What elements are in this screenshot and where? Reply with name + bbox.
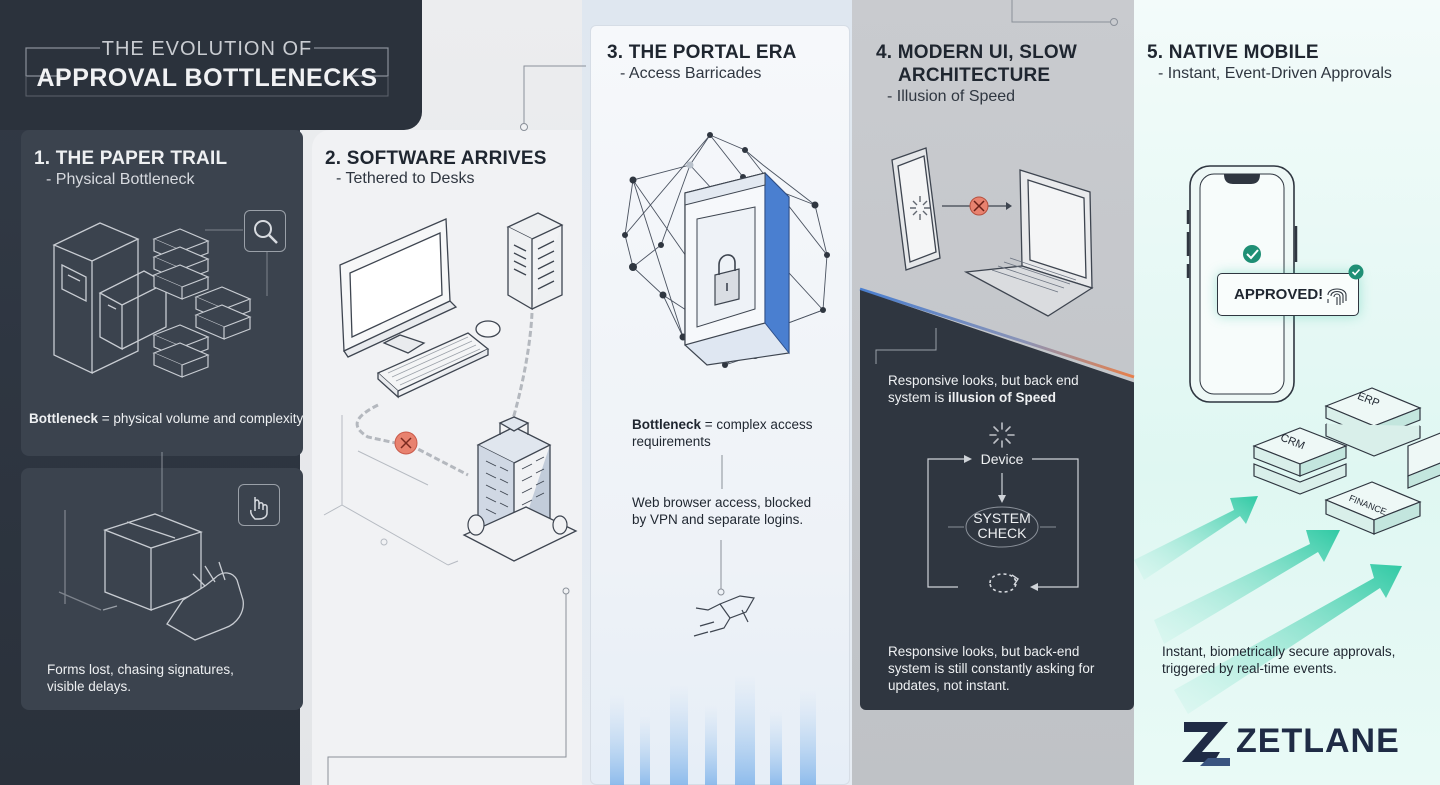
section-4-title-line-1: 4. MODERN UI, SLOW — [876, 42, 1077, 63]
section-4-title-line-2: ARCHITECTURE — [898, 65, 1051, 86]
magnifier-connector — [205, 229, 268, 296]
section-1-caption-line-2: visible delays. — [47, 679, 132, 694]
section-1-caption-line-1: Forms lost, chasing signatures, — [47, 662, 234, 677]
section-2-bottom-connector — [327, 587, 570, 785]
loop-device-label: Device — [980, 451, 1024, 467]
section-4-connector — [875, 328, 937, 364]
loop-check-line-2: CHECK — [977, 525, 1027, 541]
section-3-subtitle: - Access Barricades — [620, 65, 762, 82]
section-5-subtitle: - Instant, Event-Driven Approvals — [1158, 65, 1392, 82]
section-4-caption-line-1: Responsive looks, but back-end — [888, 644, 1080, 659]
approved-card: APPROVED! — [1217, 273, 1359, 316]
integration-blocks-icon — [1252, 387, 1440, 535]
paper-trail-panel — [21, 130, 303, 456]
approved-label: APPROVED! — [1234, 286, 1324, 303]
section-3-caption-line-1: Web browser access, blocked — [632, 495, 812, 510]
mobile-phone-icon — [1186, 165, 1298, 403]
section-3-note-rest-1: = complex access — [701, 417, 813, 432]
section-4-subtitle: - Illusion of Speed — [887, 88, 1016, 105]
section-4-note-line-2-pre: system is — [888, 390, 949, 405]
section-2-connector — [520, 65, 586, 131]
section-1-caption: Forms lost, chasing signatures, visible … — [47, 661, 234, 695]
partial-block — [1407, 432, 1440, 489]
crm-block — [1252, 427, 1348, 495]
network-lock-icon — [622, 132, 830, 368]
loop-system-check-label: SYSTEM CHECK — [952, 511, 1052, 541]
finance-block — [1324, 481, 1422, 535]
section-5-title: 5. NATIVE MOBILE — [1147, 42, 1319, 63]
magnifier-icon — [254, 220, 278, 244]
event-arrows-decoration — [1134, 496, 1402, 714]
erp-block — [1324, 387, 1422, 457]
pointer-hand-icon — [250, 497, 268, 520]
speed-illusion-band — [859, 287, 1135, 379]
section-2-subtitle: - Tethered to Desks — [336, 170, 475, 187]
section-1-note-bold: Bottleneck — [29, 411, 99, 426]
section-3-note-rest-2: requirements — [632, 434, 711, 449]
title-line-1: THE EVOLUTION OF — [101, 38, 313, 60]
section-4-caption-line-2: system is still constantly asking for — [888, 661, 1095, 676]
portal-era-panel — [590, 25, 850, 785]
section-1-connector — [161, 452, 163, 512]
section-4-caption: Responsive looks, but back-end system is… — [888, 643, 1094, 694]
section-3-connector — [721, 455, 723, 489]
lost-forms-box-icon — [58, 510, 244, 641]
section-4-caption-line-3: updates, not instant. — [888, 678, 1010, 693]
section-1-title: 1. THE PAPER TRAIL — [34, 148, 228, 169]
section-3-caption-line-2: by VPN and separate logins. — [632, 512, 804, 527]
phone-to-laptop-icon — [891, 147, 1094, 317]
title-line-2: APPROVAL BOTTLENECKS — [36, 64, 378, 92]
section-4-note-line-2-bold: illusion of Speed — [948, 390, 1057, 405]
section-3-title: 3. THE PORTAL ERA — [607, 42, 797, 63]
hand-badge — [238, 484, 280, 526]
filing-cabinet-icon — [52, 222, 252, 378]
title-frame-icon — [25, 47, 389, 97]
section-3-caption: Web browser access, blocked by VPN and s… — [632, 494, 811, 528]
zetlane-logo-icon — [1182, 722, 1230, 766]
brand-name: ZETLANE — [1236, 722, 1400, 760]
section-4-note-line-1: Responsive looks, but back end — [888, 373, 1079, 388]
section-4-top-connector — [1011, 0, 1118, 26]
section-3-note-bold: Bottleneck — [632, 417, 702, 432]
section-5-caption-line-2: triggered by real-time events. — [1162, 661, 1337, 676]
approved-check-icon — [1348, 264, 1364, 280]
magnifier-badge — [244, 210, 286, 252]
loop-check-line-1: SYSTEM — [973, 510, 1031, 526]
blocked-runner-icon — [693, 540, 755, 637]
section-1-note-rest: = physical volume and complexity — [98, 411, 304, 426]
main-title: THE EVOLUTION OF APPROVAL BOTTLENECKS — [22, 38, 392, 98]
main-title-box: THE EVOLUTION OF APPROVAL BOTTLENECKS — [0, 0, 422, 130]
section-5-caption-line-1: Instant, biometrically secure approvals, — [1162, 644, 1396, 659]
section-5-caption: Instant, biometrically secure approvals,… — [1162, 643, 1395, 677]
desktop-computer-icon — [323, 212, 578, 566]
section-1-note: Bottleneck = physical volume and complex… — [29, 410, 303, 427]
section-3-note: Bottleneck = complex access requirements — [632, 416, 812, 450]
polling-loop-diagram — [927, 422, 1079, 593]
section-2-title: 2. SOFTWARE ARRIVES — [325, 148, 547, 169]
section-4-note: Responsive looks, but back end system is… — [888, 372, 1079, 406]
portal-glow-decoration — [610, 675, 816, 785]
section-1-subtitle: - Physical Bottleneck — [46, 171, 195, 188]
fingerprint-icon — [1327, 288, 1347, 305]
